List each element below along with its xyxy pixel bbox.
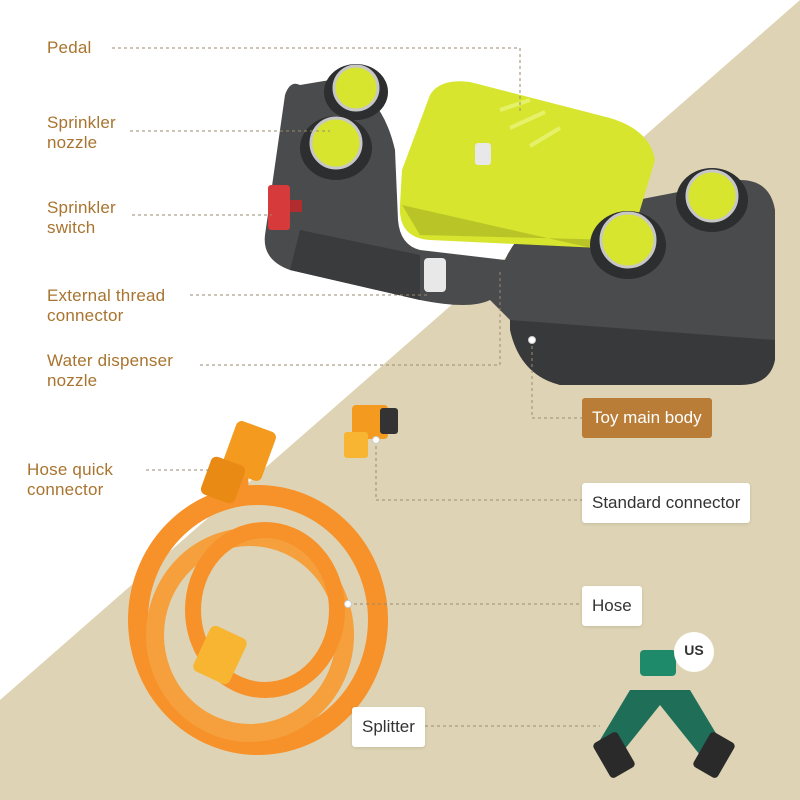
label-pedal: Pedal bbox=[47, 38, 91, 58]
label-external-thread-line1: External thread bbox=[47, 286, 166, 305]
label-pedal-text: Pedal bbox=[47, 38, 92, 57]
label-water-dispenser: Water dispenser nozzle bbox=[47, 351, 173, 391]
label-hose-quick-line1: Hose quick bbox=[27, 460, 114, 479]
label-hose-quick-line2: connector bbox=[27, 480, 104, 499]
label-external-thread: External thread connector bbox=[47, 286, 165, 326]
label-sprinkler-nozzle-line1: Sprinkler bbox=[47, 113, 116, 132]
tag-splitter: Splitter bbox=[352, 707, 425, 747]
label-water-dispenser-line1: Water dispenser bbox=[47, 351, 174, 370]
label-hose-quick: Hose quick connector bbox=[27, 460, 113, 500]
tag-hose: Hose bbox=[582, 586, 642, 626]
label-sprinkler-nozzle: Sprinkler nozzle bbox=[47, 113, 116, 153]
us-badge-text: US bbox=[684, 642, 704, 658]
label-sprinkler-switch-line2: switch bbox=[47, 218, 96, 237]
label-sprinkler-nozzle-line2: nozzle bbox=[47, 133, 98, 152]
label-sprinkler-switch: Sprinkler switch bbox=[47, 198, 116, 238]
label-water-dispenser-line2: nozzle bbox=[47, 371, 98, 390]
label-external-thread-line2: connector bbox=[47, 306, 124, 325]
tag-toy-main-body: Toy main body bbox=[582, 398, 712, 438]
tag-standard-connector: Standard connector bbox=[582, 483, 751, 523]
label-sprinkler-switch-line1: Sprinkler bbox=[47, 198, 116, 217]
